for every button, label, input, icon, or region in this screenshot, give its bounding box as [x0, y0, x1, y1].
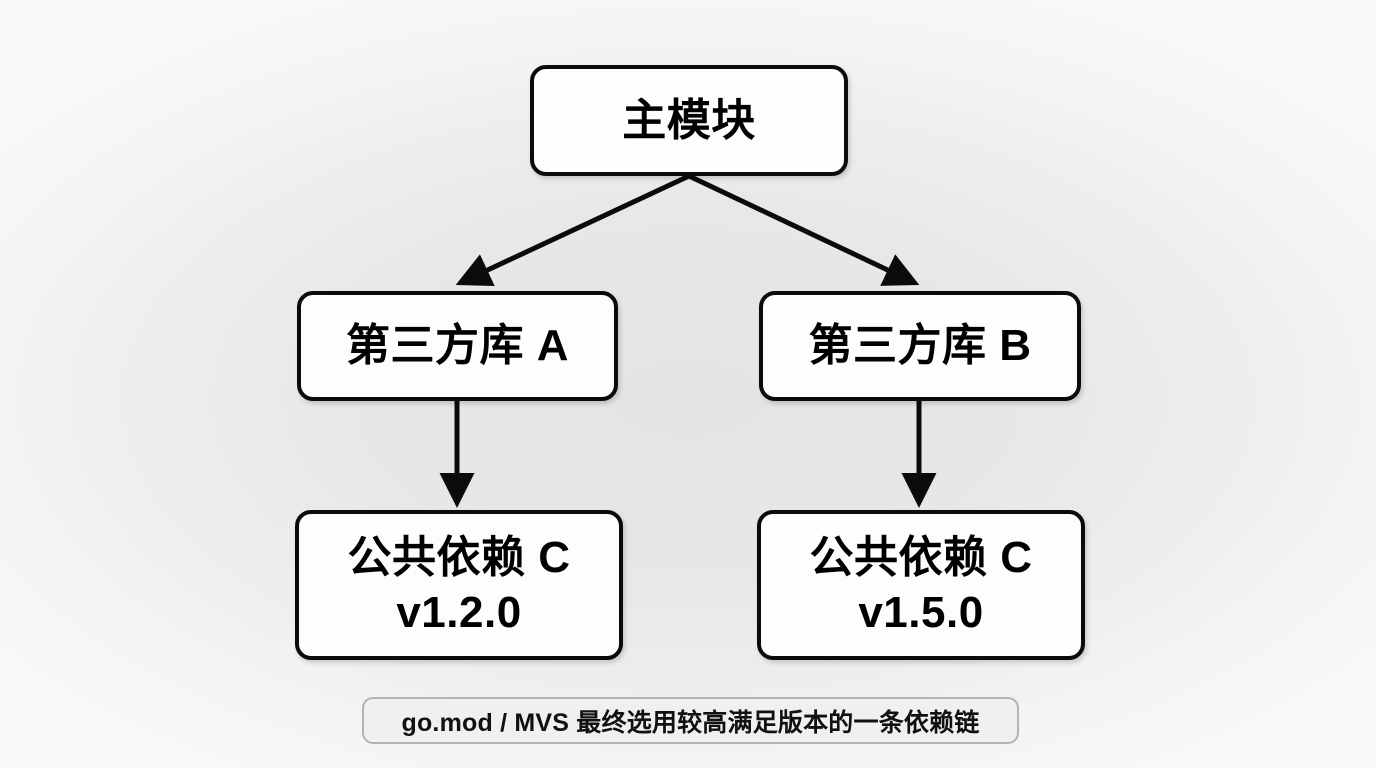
node-common-dependency-c-v120[interactable]: 公共依赖 C v1.2.0: [295, 510, 623, 660]
node-third-party-lib-b-label: 第三方库 B: [808, 321, 1032, 371]
node-common-dependency-c-v150[interactable]: 公共依赖 C v1.5.0: [757, 510, 1085, 660]
diagram-caption-text: go.mod / MVS 最终选用较高满足版本的一条依赖链: [401, 708, 980, 737]
node-common-dependency-c-v150-version: v1.5.0: [858, 588, 984, 637]
node-common-dependency-c-v150-label: 公共依赖 C: [809, 532, 1033, 582]
node-common-dependency-c-v120-version: v1.2.0: [396, 588, 522, 637]
node-third-party-lib-a-label: 第三方库 A: [346, 321, 569, 371]
node-third-party-lib-a[interactable]: 第三方库 A: [297, 291, 618, 401]
node-main-module[interactable]: 主模块: [530, 65, 848, 176]
node-common-dependency-c-v120-label: 公共依赖 C: [347, 532, 571, 582]
edge-root-to-lib-b: [687, 173, 920, 286]
node-third-party-lib-b[interactable]: 第三方库 B: [759, 291, 1081, 401]
node-main-module-label: 主模块: [622, 95, 756, 145]
diagram-caption: go.mod / MVS 最终选用较高满足版本的一条依赖链: [362, 697, 1019, 744]
edge-root-to-lib-a: [455, 173, 691, 287]
